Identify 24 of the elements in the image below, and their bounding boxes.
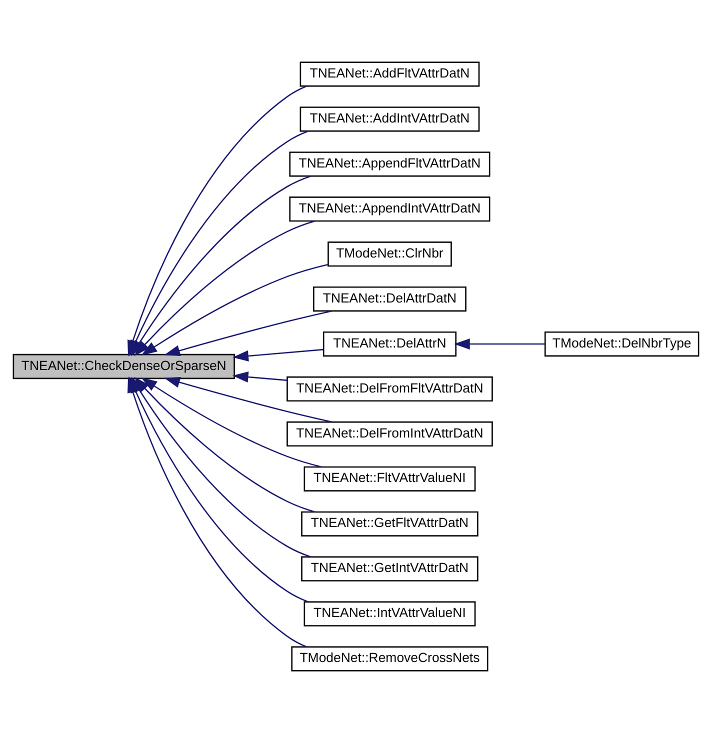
node-box: TNEANet::DelAttrDatN (313, 286, 466, 312)
node-box: TNEANet::GetFltVAttrDatN (301, 511, 478, 536)
node-box: TNEANet::IntVAttrValueNI (304, 601, 476, 626)
node-box: TNEANet::AppendIntVAttrDatN (289, 196, 490, 222)
arrow (232, 348, 324, 362)
node-box: TModeNet::ClrNbr (328, 242, 452, 267)
arrow (141, 377, 322, 468)
node-box: TNEANet::FltVAttrValueNI (304, 466, 476, 492)
node-box: TNEANet::AppendFltVAttrDatN (289, 152, 490, 177)
node-box: TNEANet::AddFltVAttrDatN (300, 62, 480, 87)
arrow (164, 376, 332, 423)
node-box: TNEANet::CheckDenseOrSparseN (12, 354, 235, 380)
node-box: TModeNet::RemoveCrossNets (291, 646, 488, 672)
arrow (232, 371, 288, 383)
arrow (454, 338, 545, 350)
node-box: TNEANet::DelFromIntVAttrDatN (286, 421, 493, 447)
node-box: TNEANet::AddIntVAttrDatN (300, 106, 480, 132)
arrow (134, 220, 316, 356)
arrow (141, 264, 328, 356)
node-box: TModeNet::DelNbrType (544, 331, 700, 357)
arrow (164, 310, 332, 356)
node-box: TNEANet::GetIntVAttrDatN (301, 556, 478, 582)
node-box: TNEANet::DelAttrN (322, 331, 457, 357)
node-box: TNEANet::DelFromFltVAttrDatN (286, 376, 493, 402)
